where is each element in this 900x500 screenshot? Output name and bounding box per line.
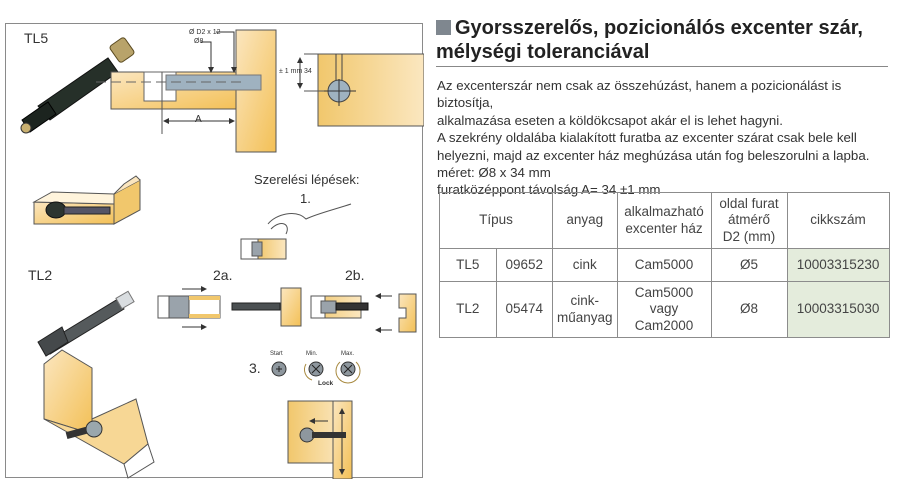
description-line: Az excenterszár nem csak az összehúzást,… [437,78,842,111]
dim-d2-label: Ø D2 x 12 [189,29,221,36]
description-size: méret: Ø8 x 34 mm [437,165,551,181]
spec-table: Típus anyag alkalmazható excenter ház ol… [439,192,890,338]
cell-code: 10003315230 [786,248,890,282]
step1-illustration [240,203,352,260]
cell-housing: Cam5000 [616,248,712,282]
header-code: cikkszám [786,192,890,249]
tl2-connector-image [37,290,135,357]
cam-max-label: Max. [341,351,355,357]
table-header-row: Típus anyag alkalmazható excenter ház ol… [439,192,890,249]
tl5-label: TL5 [24,30,49,46]
cell-type: TL2 [439,281,497,338]
cell-material: cink- műanyag [552,281,618,338]
page-heading: Gyorsszerelős, pozicionálós excenter szá… [436,16,888,67]
cam-lock-label: Lock [318,380,334,387]
cell-housing: Cam5000 vagy Cam2000 [616,281,712,338]
dim-a-label: A [195,114,202,125]
cell-type: TL5 [439,248,497,282]
step3-label: 3. [249,360,261,376]
table-row: TL5 09652 cink Cam5000 Ø5 10003315230 [439,248,890,282]
cell-code: 10003315030 [786,281,890,338]
description-line: A szekrény oldalába kialakított furatba … [437,130,857,146]
tl5-assembled-illustration [32,175,141,225]
cam-start-label: Start [270,351,283,357]
step2a-label: 2a. [213,267,233,283]
section-drawing [96,29,424,153]
step2b-illustration [310,293,417,333]
cam-min-label: Min. [306,351,318,357]
assembly-illustration-panel: TL5 Ø D2 x 12 Ø8 ± 1 mm 34 A Szerelési l… [5,23,424,479]
dim-d8-label: Ø8 [194,38,204,45]
header-hole-diameter: oldal furat átmérő D2 (mm) [710,192,788,249]
tl2-assembled-illustration [43,349,155,479]
page-title: Gyorsszerelős, pozicionálós excenter szá… [436,16,888,67]
cell-material: cink [552,248,618,282]
step2a-illustration [157,286,302,330]
cell-number: 09652 [495,248,553,282]
step2b-label: 2b. [345,267,365,283]
cell-number: 05474 [495,281,553,338]
dim-34-label: 34 [304,68,312,75]
step1-label: 1. [300,191,311,206]
assembly-drawing [20,29,424,479]
description-line: helyezni, majd az excenter ház meghúzása… [437,147,870,163]
tl2-label: TL2 [28,267,53,283]
step-final-illustration [287,400,353,479]
cell-hole: Ø8 [710,281,788,338]
description-line: alkalmazása eseten a köldökcsapot akár e… [437,112,783,128]
product-description: Az excenterszár nem csak az összehúzást,… [437,77,897,199]
step3-cam-icons [271,361,361,384]
gray-square-bullet-icon [436,20,451,35]
header-material: anyag [552,192,618,249]
header-type: Típus [439,192,553,249]
header-housing: alkalmazható excenter ház [616,192,712,249]
steps-title: Szerelési lépések: [254,172,360,187]
table-row: TL2 05474 cink- műanyag Cam5000 vagy Cam… [439,281,890,338]
dim-tolerance-label: ± 1 mm [279,68,303,75]
cell-hole: Ø5 [710,248,788,282]
